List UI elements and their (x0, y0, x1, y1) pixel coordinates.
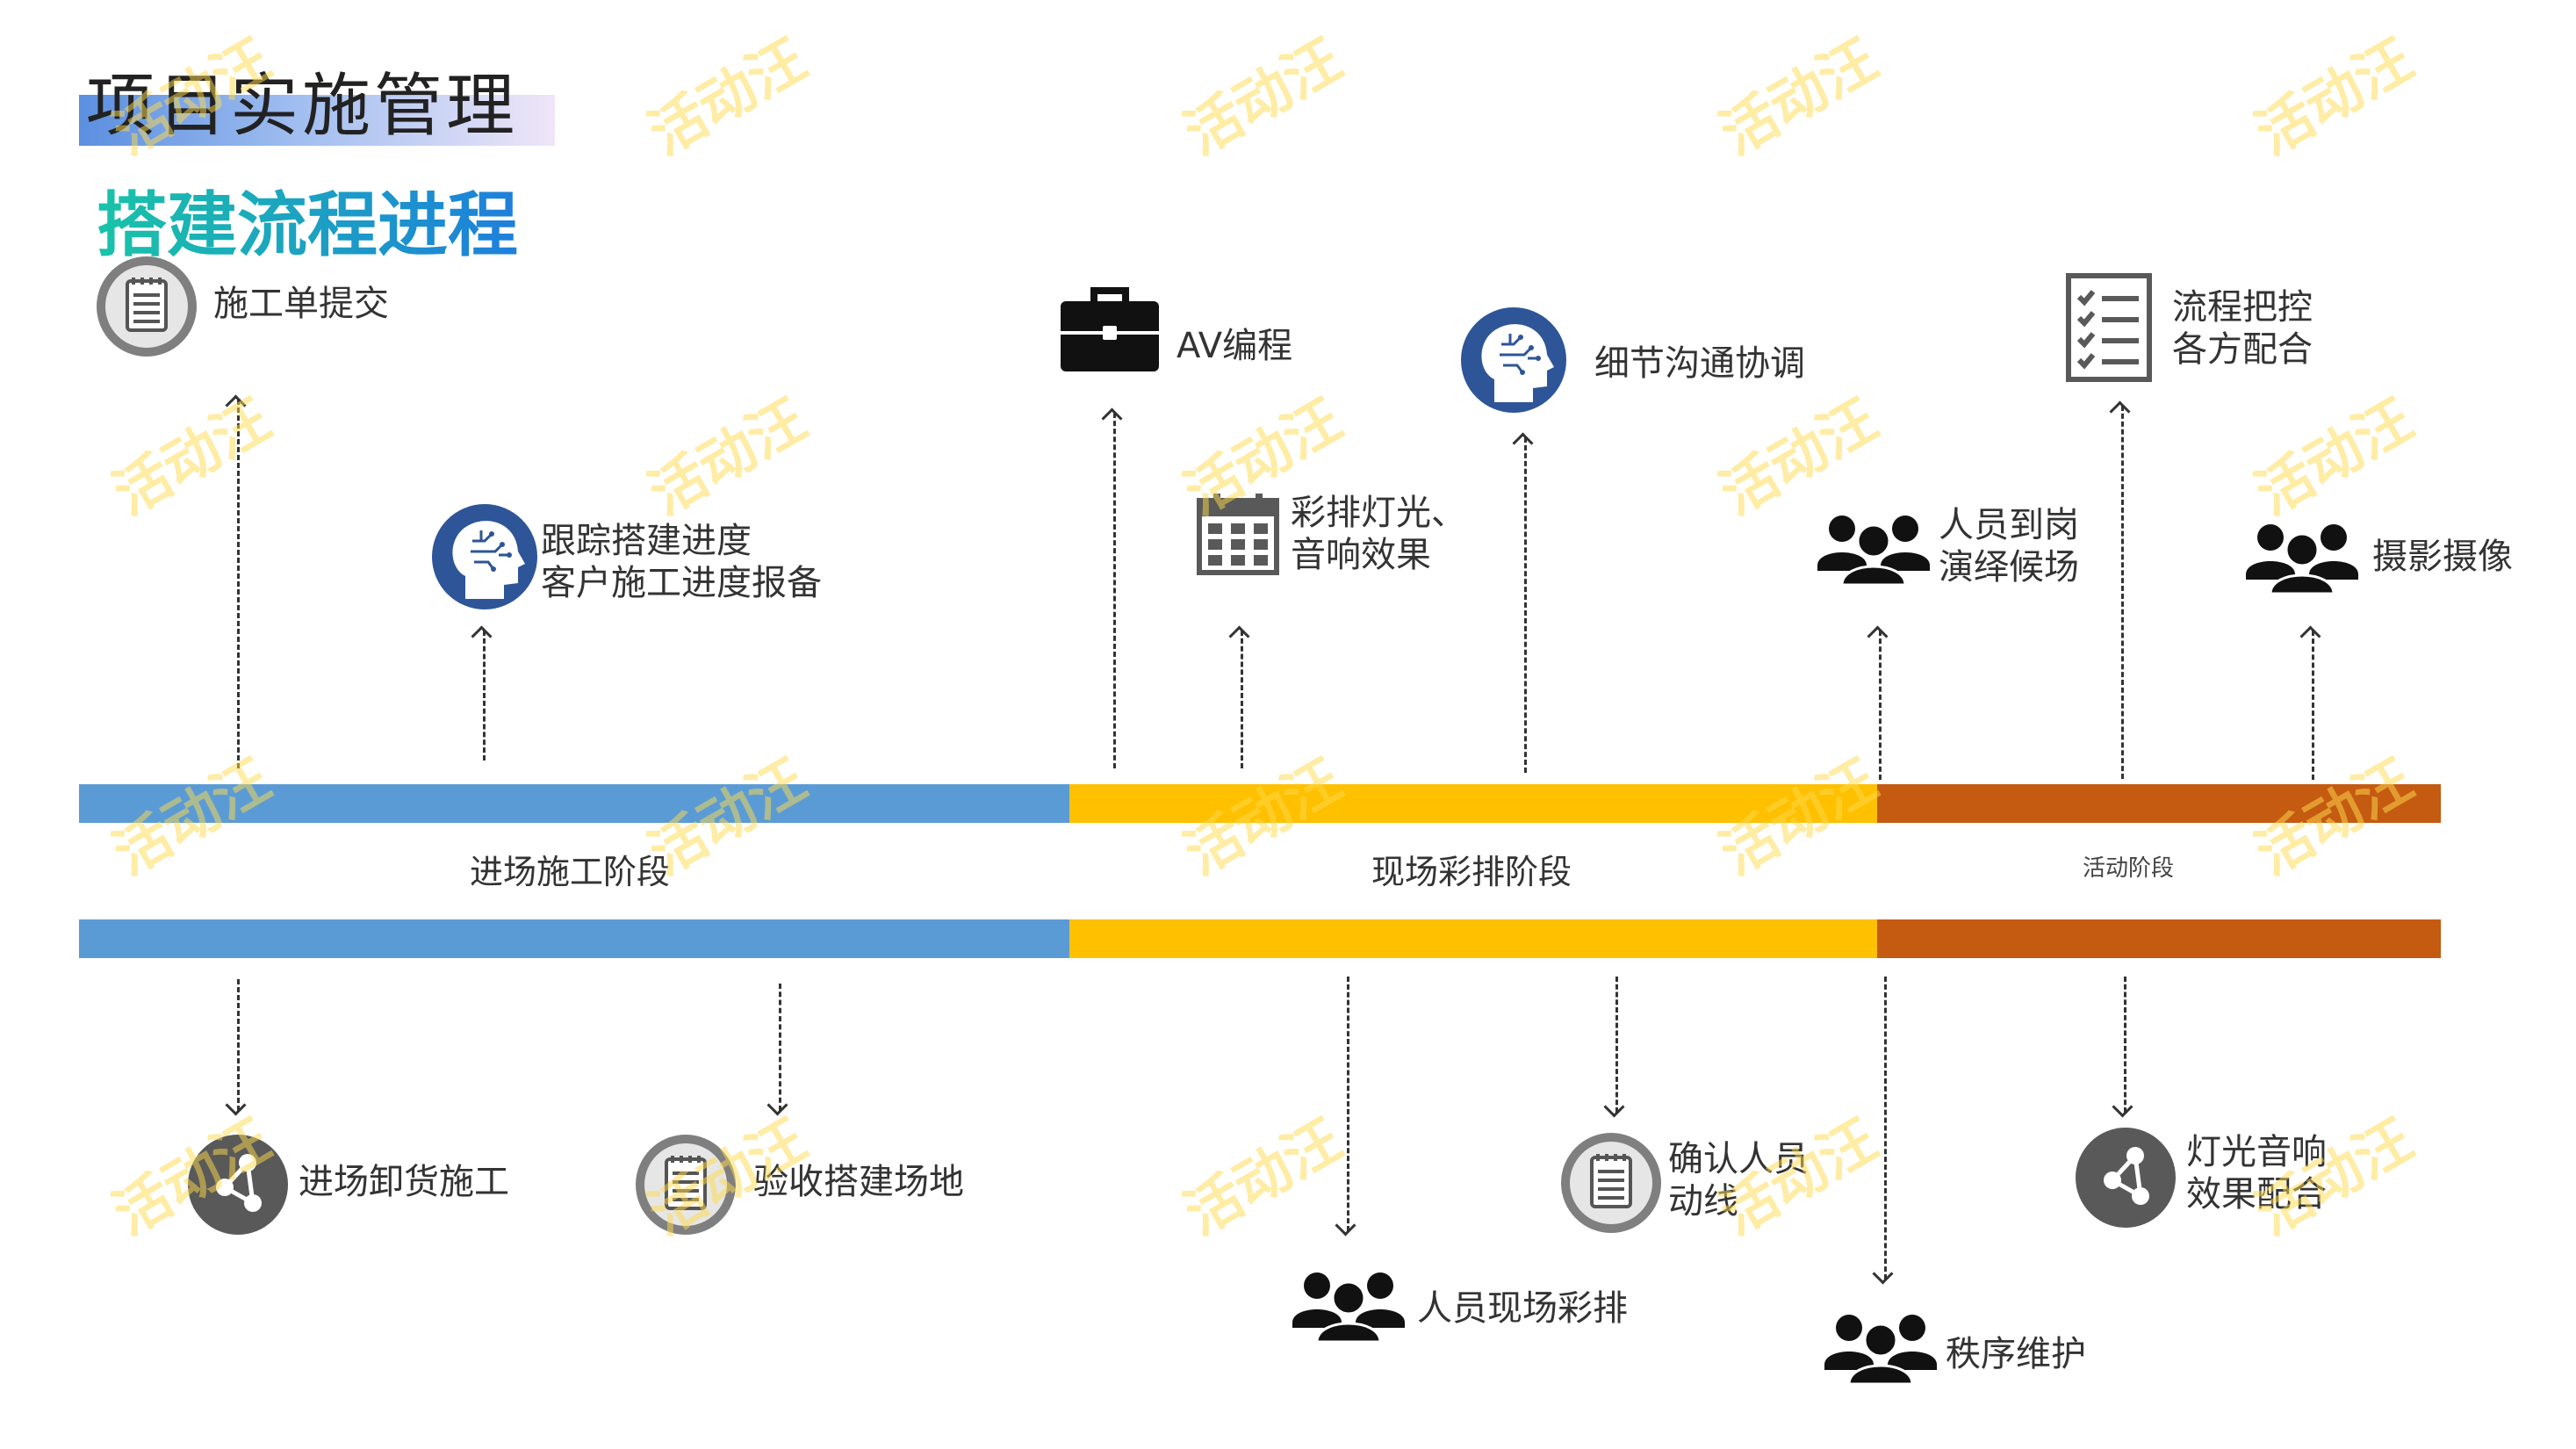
share-nodes-icon (188, 1135, 288, 1235)
arrow-up-av (1113, 413, 1116, 768)
watermark: 活动汪 (638, 387, 817, 529)
arrow-up-flow (2121, 406, 2124, 779)
page-subtitle: 搭建流程进程 (97, 169, 518, 270)
label-people-rehearsal: 人员现场彩排 (1417, 1288, 1628, 1329)
label-track-2: 客户施工进度报备 (541, 563, 822, 603)
people-group-icon (2246, 524, 2358, 595)
calendar-icon (1197, 494, 1279, 575)
arrow-up-detail (1524, 437, 1527, 773)
label-unload: 进场卸货施工 (299, 1162, 509, 1202)
label-photo: 摄影摄像 (2372, 537, 2513, 577)
arrow-up-staff (1879, 631, 1882, 780)
label-light-2: 音响效果 (1291, 535, 1431, 575)
title-underline-bar (79, 95, 555, 146)
label-flow-2: 各方配合 (2172, 329, 2313, 370)
arrow-up-track (483, 631, 486, 761)
share-nodes-icon (2076, 1128, 2176, 1228)
label-staff-2: 演绎候场 (1939, 547, 2079, 588)
bar-top-event (1877, 784, 2441, 823)
watermark: 活动汪 (2245, 387, 2424, 529)
watermark: 活动汪 (1709, 27, 1889, 169)
watermark: 活动汪 (103, 387, 282, 529)
label-track-1: 跟踪搭建进度 (541, 521, 752, 561)
arrow-down-confirm (1615, 977, 1618, 1113)
arrow-up-submit (237, 400, 240, 768)
people-group-icon (1292, 1272, 1405, 1344)
briefcase-icon (1061, 287, 1159, 371)
notepad-icon (636, 1135, 736, 1235)
ai-head-icon (1461, 307, 1566, 413)
label-av: AV编程 (1176, 326, 1293, 366)
label-confirm-2: 动线 (1668, 1181, 1738, 1222)
stage-label-setup: 进场施工阶段 (470, 853, 671, 891)
arrow-down-order (1884, 977, 1887, 1280)
checklist-icon (2066, 273, 2152, 382)
label-light-1: 彩排灯光、 (1291, 493, 1466, 533)
watermark: 活动汪 (1174, 27, 1353, 169)
stage-label-rehearsal: 现场彩排阶段 (1371, 853, 1572, 891)
bar-bottom-event (1877, 919, 2441, 958)
label-lightfx-2: 效果配合 (2186, 1174, 2327, 1215)
watermark: 活动汪 (638, 27, 817, 169)
page-title: 项目实施管理 (86, 67, 519, 146)
notepad-icon (97, 256, 197, 357)
notepad-icon (1561, 1133, 1661, 1233)
bar-bottom-rehearsal (1069, 919, 1877, 958)
label-confirm-1: 确认人员 (1668, 1139, 1809, 1179)
bar-top-setup (79, 784, 1069, 823)
people-group-icon (1817, 515, 1930, 587)
arrow-down-unload (237, 979, 240, 1111)
label-staff-1: 人员到岗 (1939, 505, 2079, 545)
arrow-down-people-rehearsal (1347, 977, 1349, 1231)
watermark: 活动汪 (1709, 387, 1889, 529)
people-group-icon (1824, 1315, 1937, 1386)
bar-bottom-setup (79, 919, 1069, 958)
stage-label-event: 活动阶段 (2083, 855, 2175, 882)
label-flow-1: 流程把控 (2172, 287, 2313, 328)
label-order: 秩序维护 (1946, 1334, 2086, 1374)
watermark: 活动汪 (2245, 27, 2424, 169)
ai-head-icon (432, 504, 537, 609)
arrow-down-accept (779, 984, 781, 1111)
label-detail: 细节沟通协调 (1594, 343, 1805, 384)
arrow-up-photo (2312, 631, 2314, 780)
label-submit: 施工单提交 (213, 284, 389, 324)
arrow-up-light (1241, 631, 1243, 768)
bar-top-rehearsal (1069, 784, 1877, 823)
label-lightfx-1: 灯光音响 (2186, 1132, 2327, 1172)
arrow-down-lightfx (2124, 977, 2126, 1113)
label-accept: 验收搭建场地 (753, 1162, 964, 1202)
watermark: 活动汪 (1174, 1107, 1353, 1249)
